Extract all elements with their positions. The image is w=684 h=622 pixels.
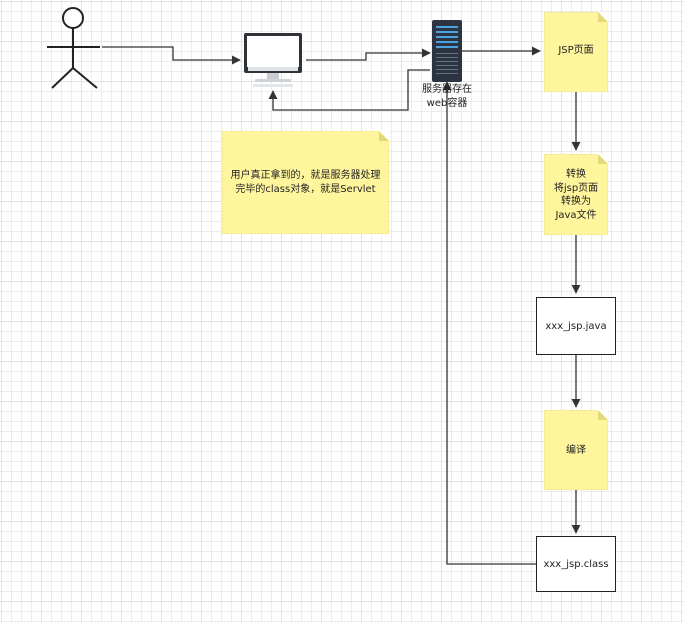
server-label: 服务器存在web容器 [422,84,472,109]
servlet-note-label: 用户真正拿到的，就是服务器处理完毕的class对象，就是Servlet [230,170,381,195]
servlet-note[interactable]: 用户真正拿到的，就是服务器处理完毕的class对象，就是Servlet [222,131,389,234]
java-file-label: xxx_jsp.java [545,320,607,332]
class-file-label: xxx_jsp.class [543,558,609,570]
monitor-icon[interactable] [244,33,302,87]
jsp-page-note[interactable]: JSP页面 [544,12,608,92]
jsp-page-label: JSP页面 [558,45,594,56]
convert-note[interactable]: 转换 将jsp页面 转换为 Java文件 [544,154,608,235]
convert-label: 转换 将jsp页面 转换为 Java文件 [553,169,599,221]
java-file-box[interactable]: xxx_jsp.java [536,297,616,355]
class-file-box[interactable]: xxx_jsp.class [536,536,616,592]
edge-user-to-monitor [102,46,241,65]
edge-class-to-server [442,81,536,565]
edges [102,46,581,565]
edge-server-to-monitor [268,69,430,111]
user-actor-icon[interactable] [47,7,100,89]
edge-monitor-to-server [306,48,431,61]
compile-note[interactable]: 编译 [544,410,608,490]
server-icon[interactable] [432,20,462,82]
compile-label: 编译 [566,445,586,456]
